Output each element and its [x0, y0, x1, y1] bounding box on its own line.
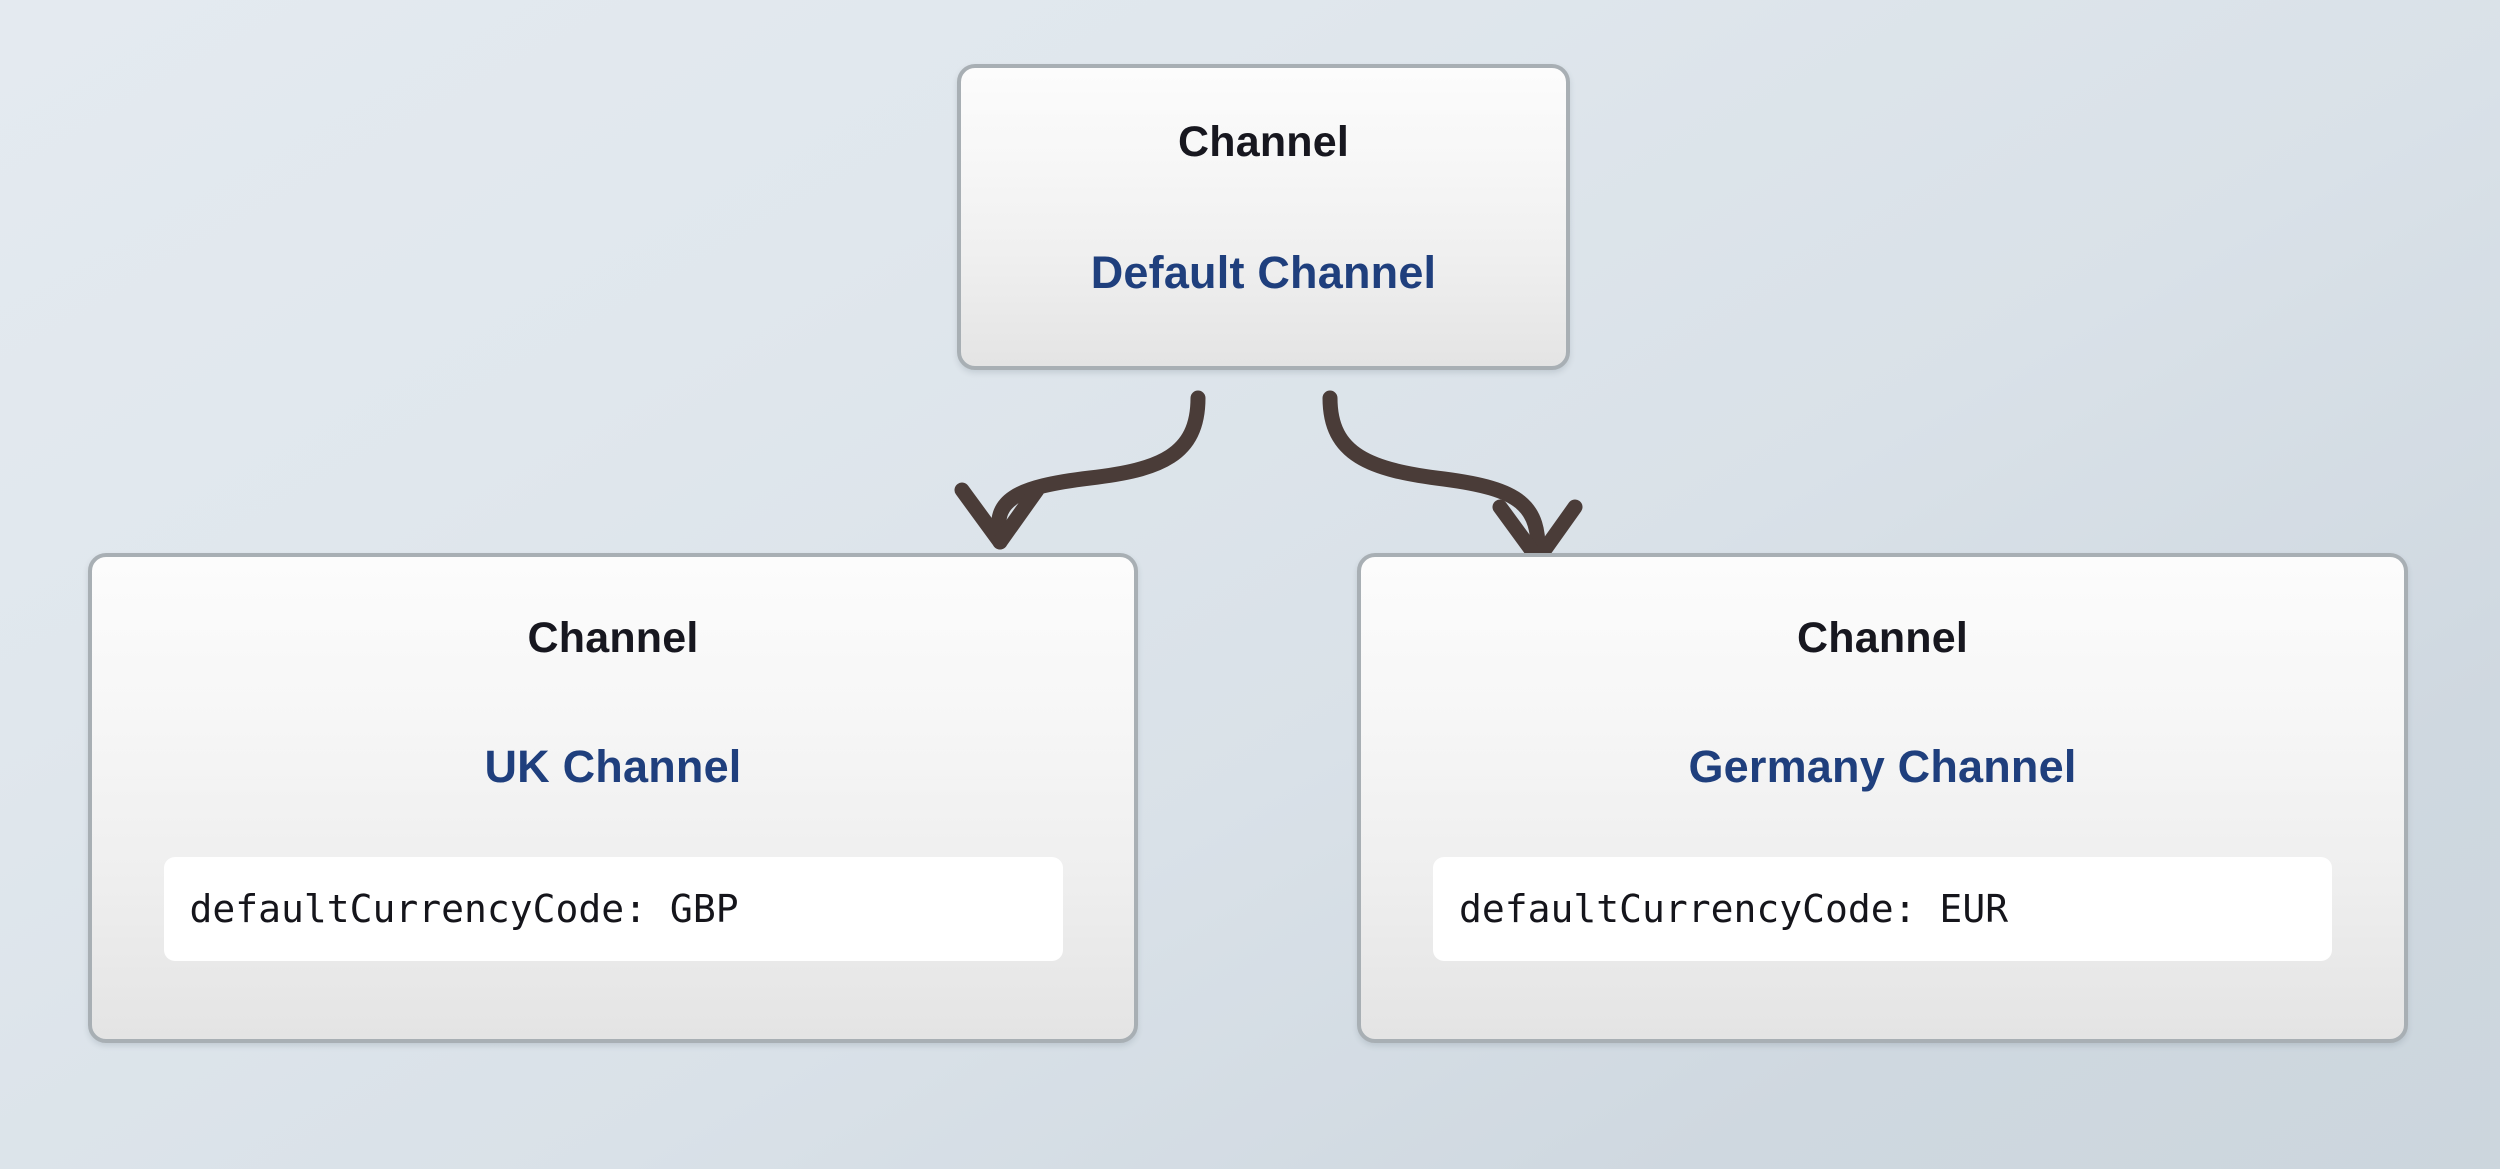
node-title-label: Default Channel	[1090, 247, 1437, 298]
node-type-label: Channel	[1177, 118, 1350, 166]
node-type-label: Channel	[527, 614, 699, 662]
node-title-label: UK Channel	[484, 741, 742, 792]
node-germany-channel[interactable]: Channel Germany Channel defaultCurrencyC…	[1357, 553, 2408, 1043]
node-type-label: Channel	[1796, 614, 1969, 662]
node-property-default-currency-code: defaultCurrencyCode: EUR	[1433, 857, 2332, 961]
edge-root-to-germany	[1322, 390, 1583, 567]
node-property-default-currency-code: defaultCurrencyCode: GBP	[163, 857, 1063, 961]
node-default-channel[interactable]: Channel Default Channel	[957, 64, 1570, 370]
edge-root-to-uk	[954, 390, 1206, 550]
node-uk-channel[interactable]: Channel UK Channel defaultCurrencyCode: …	[88, 553, 1138, 1043]
node-title-label: Germany Channel	[1688, 741, 2077, 792]
